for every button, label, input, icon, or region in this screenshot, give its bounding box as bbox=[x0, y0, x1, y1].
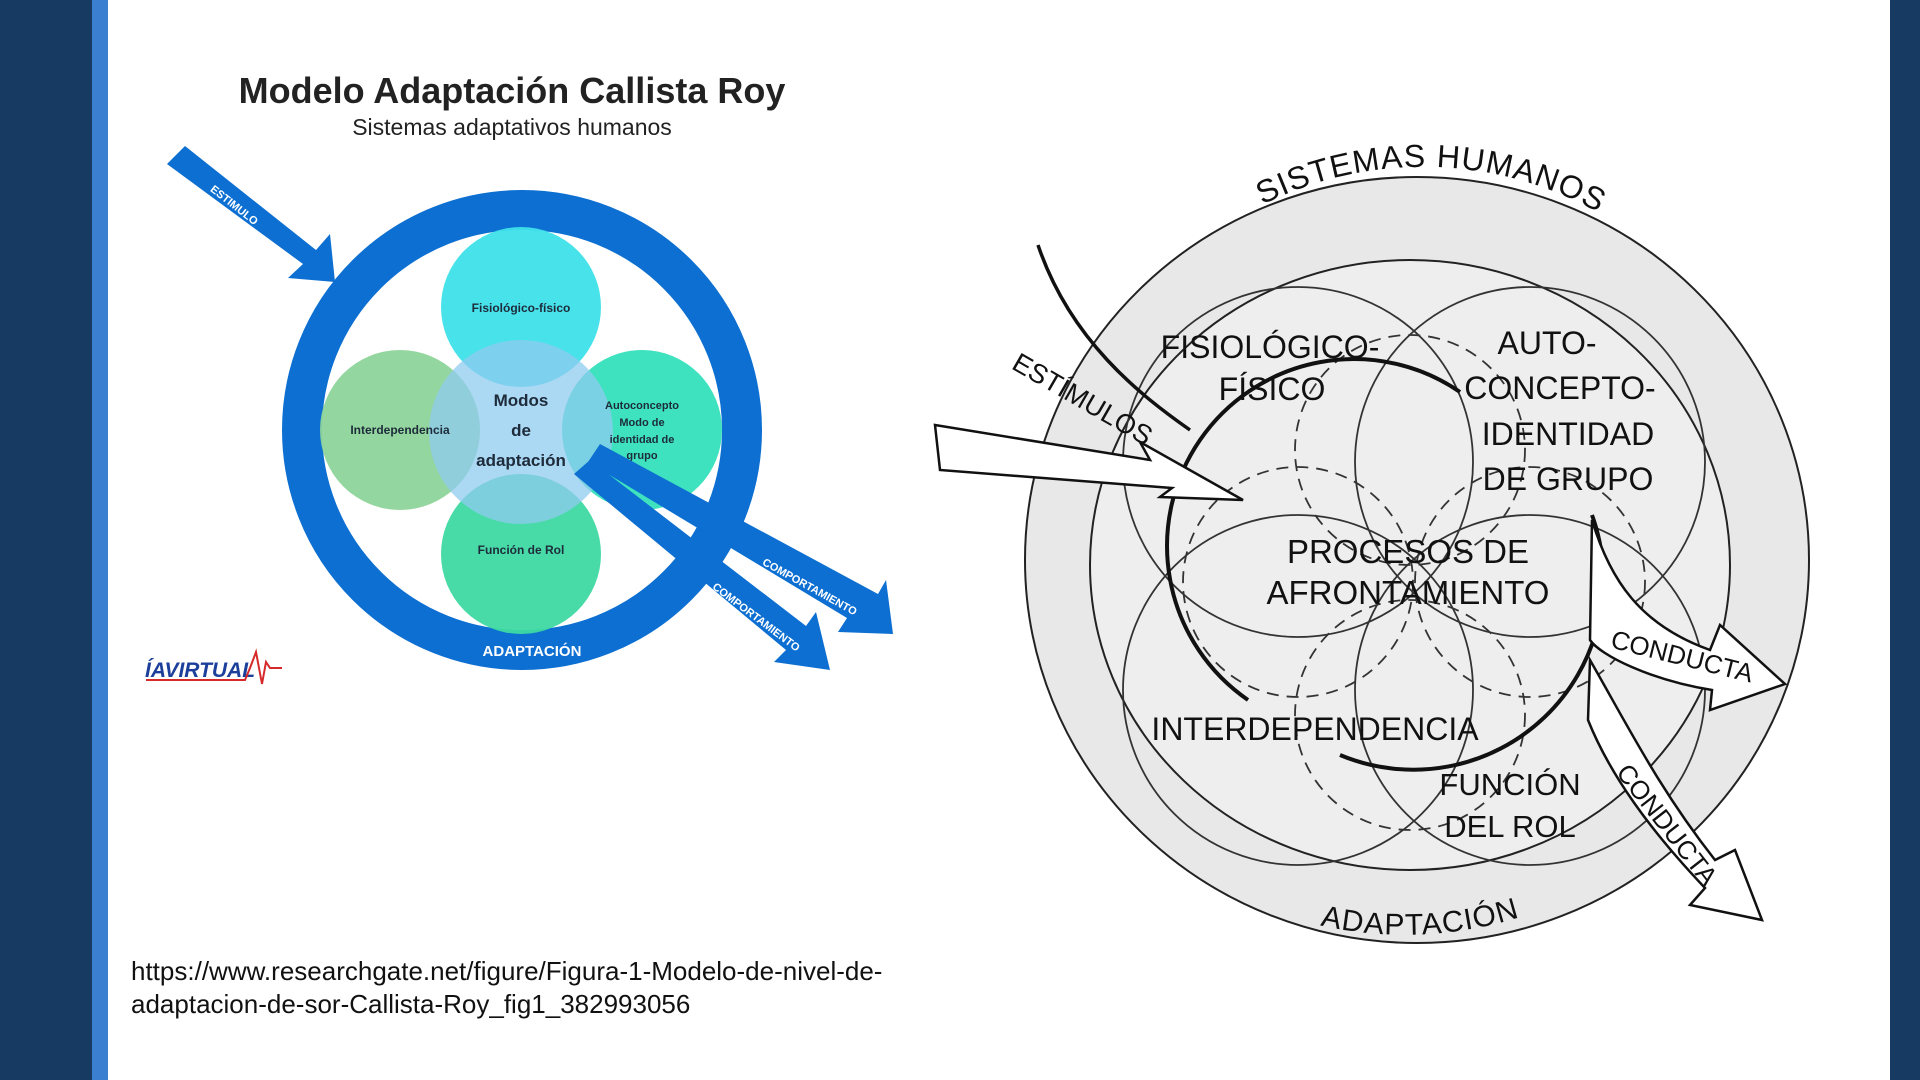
selfconcept-mode-circle bbox=[1354, 286, 1706, 638]
logo-text: ÍAVIRTUAL bbox=[145, 659, 255, 682]
modes-center-label: Modos de adaptación bbox=[476, 391, 566, 470]
left-adaptation-diagram: ESTIMULO Fisiológico-físico Interdepende… bbox=[145, 146, 893, 685]
selfconcept-line-1: AUTO- bbox=[1498, 325, 1597, 361]
physiological-label: Fisiológico-físico bbox=[472, 301, 571, 315]
left-figure-title: Modelo Adaptación Callista Roy bbox=[238, 70, 786, 111]
source-url-text: https://www.researchgate.net/figure/Figu… bbox=[131, 956, 883, 1019]
modes-line-3: adaptación bbox=[476, 451, 566, 470]
selfconcept-label-right: AUTO- CONCEPTO- IDENTIDAD DE GRUPO bbox=[1464, 325, 1655, 497]
self-concept-label: Autoconcepto Modo de identidad de grupo bbox=[605, 400, 679, 462]
interdependence-label-right: INTERDEPENDENCIA bbox=[1151, 711, 1479, 747]
dashed-circle-top bbox=[1294, 334, 1526, 566]
left-figure-subtitle: Sistemas adaptativos humanos bbox=[352, 114, 672, 140]
role-line-1: FUNCIÓN bbox=[1439, 767, 1580, 802]
right-coping-diagram: ESTÍMULOS CONDUCTA CONDUCTA SISTEMAS HUM… bbox=[933, 140, 1810, 944]
iavirtual-logo: ÍAVIRTUAL bbox=[145, 648, 282, 685]
stimulus-arrow-body bbox=[933, 423, 1244, 502]
physiological-circle bbox=[441, 227, 601, 387]
conduct-arrow-lower bbox=[1586, 655, 1764, 922]
role-function-label: Función de Rol bbox=[478, 543, 565, 557]
physio-label-right: FISIOLÓGICO- FÍSICO bbox=[1161, 329, 1380, 407]
modes-line-2: de bbox=[511, 421, 531, 440]
left-accent-bar bbox=[92, 0, 108, 1080]
dashed-circle-right bbox=[1414, 466, 1646, 698]
coping-label: PROCESOS DE AFRONTAMIENTO bbox=[1267, 533, 1550, 611]
stimulus-curve-upper bbox=[1036, 244, 1192, 432]
adaptation-ring-label: ADAPTACIÓN bbox=[483, 642, 582, 660]
interdependence-mode-circle bbox=[1122, 514, 1474, 866]
modes-center-circle bbox=[429, 340, 613, 524]
coping-line-1: PROCESOS DE bbox=[1287, 533, 1529, 570]
selfconcept-line-2: CONCEPTO- bbox=[1464, 370, 1655, 406]
role-label-right: FUNCIÓN DEL ROL bbox=[1439, 767, 1580, 844]
coping-process-arc bbox=[1165, 357, 1462, 702]
coping-line-2: AFRONTAMIENTO bbox=[1267, 574, 1550, 611]
physio-line-2: FÍSICO bbox=[1219, 371, 1326, 407]
stimulus-arrow: ESTIMULO bbox=[167, 146, 335, 282]
self-concept-line-2: Modo de bbox=[619, 417, 664, 429]
adaptation-ring bbox=[282, 190, 762, 670]
modes-line-1: Modos bbox=[494, 391, 549, 410]
self-concept-line-3: identidad de bbox=[610, 434, 675, 446]
interdependence-label: Interdependencia bbox=[350, 423, 450, 437]
self-concept-line-1: Autoconcepto bbox=[605, 400, 679, 412]
dashed-circle-bottom bbox=[1294, 599, 1526, 831]
dashed-circle-left bbox=[1182, 466, 1414, 698]
selfconcept-line-4: DE GRUPO bbox=[1483, 461, 1654, 497]
physio-line-1: FISIOLÓGICO- bbox=[1161, 329, 1380, 365]
self-concept-line-4: grupo bbox=[626, 450, 657, 462]
selfconcept-line-3: IDENTIDAD bbox=[1482, 416, 1654, 452]
role-line-2: DEL ROL bbox=[1444, 809, 1576, 844]
conduct-arrow-upper bbox=[1588, 519, 1788, 712]
